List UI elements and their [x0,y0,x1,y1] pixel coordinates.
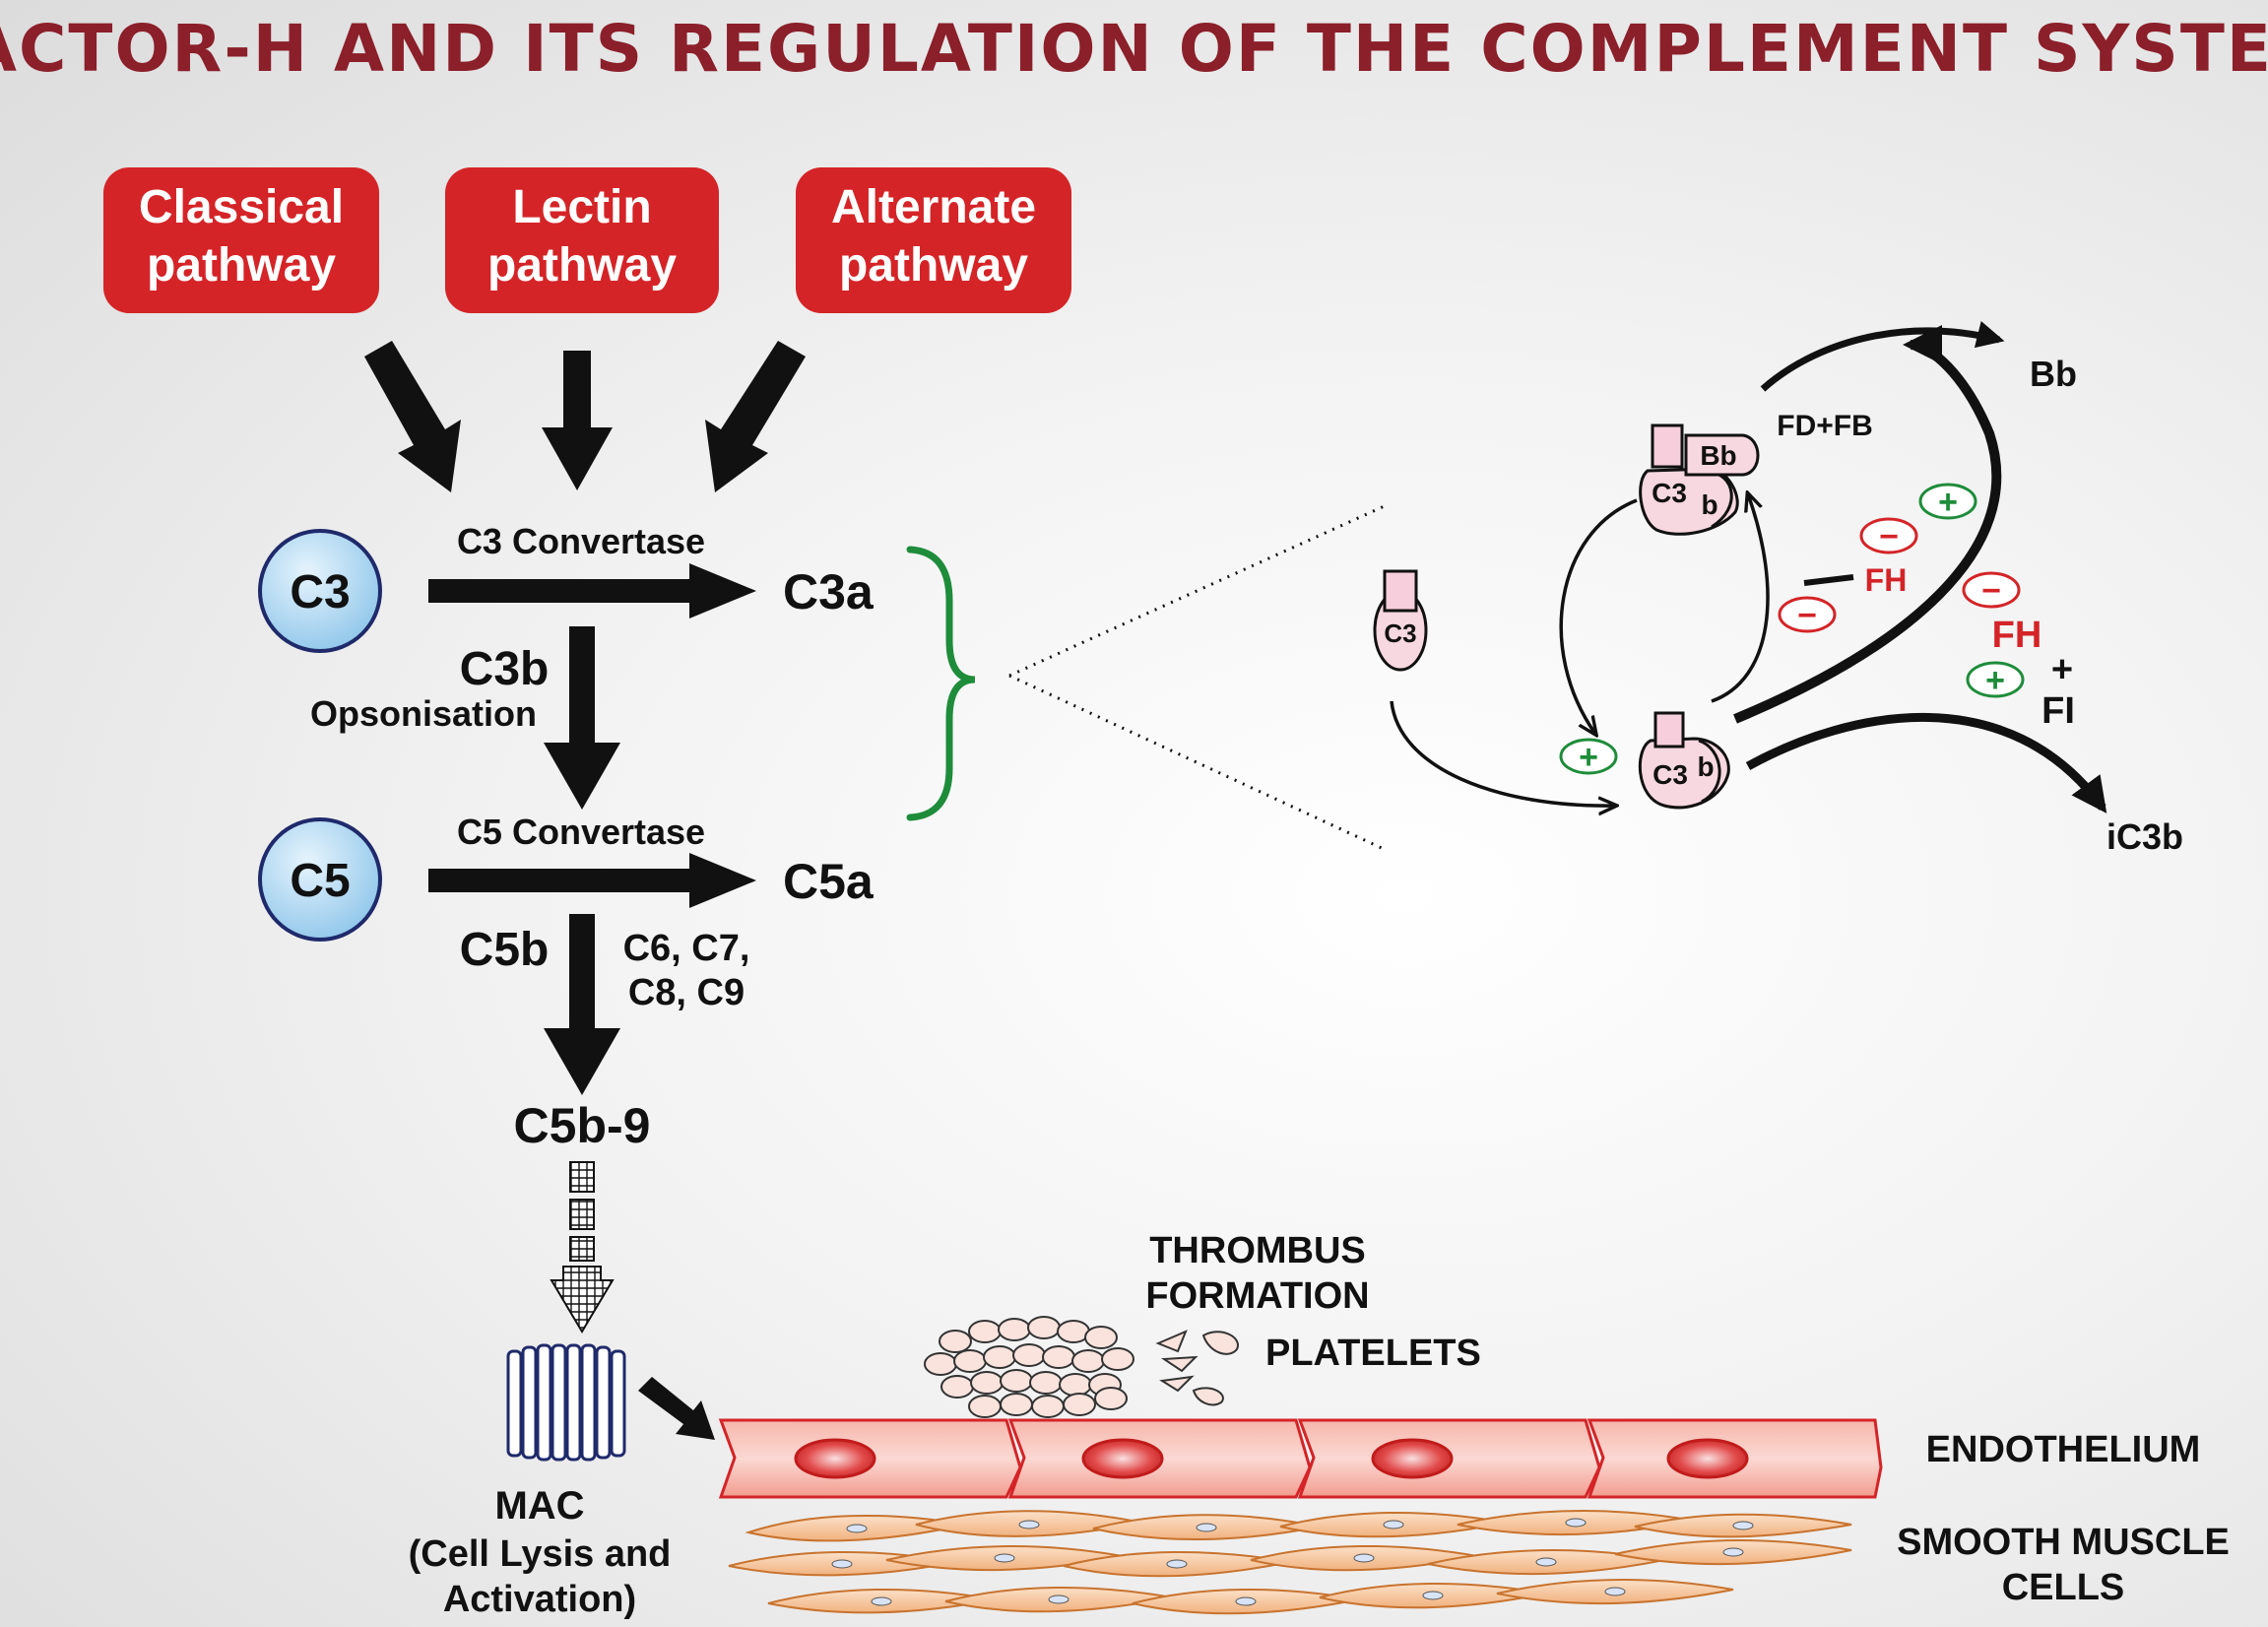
green-brace [906,546,976,821]
c3-node: C3 [258,529,382,653]
mac-pore-icon [506,1343,626,1462]
mac-to-endothelium-arrow [638,1377,715,1440]
bb-small-label: Bb [1700,440,1736,471]
c3-top-label: C3 [1652,478,1687,508]
smooth-muscle-layer [728,1509,1852,1615]
to-ic3b-arrow [1745,713,2107,814]
b-bottom-label: b [1697,751,1714,782]
bb-label: Bb [2030,354,2077,394]
alternate-pathway-line2: pathway [839,239,1028,292]
smooth-muscle-label-line2: CELLS [2002,1567,2125,1608]
c8-c9-label: C8, C9 [628,972,745,1013]
thrombus-label-line1: THROMBUS [1149,1230,1366,1271]
mac-label: MAC [494,1484,584,1528]
minus-sign-2: − [1778,596,1837,634]
plus-fi-sign: + [2051,649,2073,690]
endothelium-label: ENDOTHELIUM [1926,1429,2201,1470]
classical-pathway-line2: pathway [147,239,336,292]
c3b-down-arrow [544,626,620,810]
zoom-dotted-lines [1008,502,1390,851]
ic3b-label: iC3b [2106,816,2183,857]
plus-sign-3: + [1559,738,1618,776]
c5a-label: C5a [783,854,875,909]
pathway-box-alternate: Alternate pathway [796,167,1071,313]
pathway-box-classical: Classical pathway [103,167,379,313]
fd-fb-label: FD+FB [1777,410,1873,442]
feedback-big-arc [1733,325,2002,724]
c5b-label: C5b [460,924,550,976]
svg-text:−: − [1879,518,1899,555]
c6-c7-label: C6, C7, [623,928,750,969]
c5-node: C5 [258,817,382,942]
c3b-label: C3b [460,643,550,695]
page-title: FACTOR-H AND ITS REGULATION OF THE COMPL… [0,11,2268,87]
minus-sign-1: − [1859,517,1918,555]
c3-to-c3b-arrow [1390,700,1615,806]
fh-inhibition-line [1803,574,1854,586]
platelets-icon [1155,1330,1239,1406]
alternate-pathway-inset: Bb C3 b C3 C3 b − + − [1373,320,2183,857]
platelets-label: PLATELETS [1265,1333,1481,1374]
free-c3-molecule: C3 [1373,569,1428,672]
c5b-down-arrow [544,914,620,1095]
plus-sign-1: + [1918,483,1977,521]
c3-node-label: C3 [290,566,350,618]
fh-mid-label: FH [1865,562,1908,598]
mac-description-line1: (Cell Lysis and [409,1533,672,1575]
c3-convertase-arrow [428,563,756,618]
svg-text:−: − [1797,597,1817,634]
thrombus-cluster-icon [924,1316,1134,1418]
lectin-pathway-line1: Lectin [512,181,651,233]
fh-right-label: FH [1992,615,2042,656]
b-top-label: b [1701,489,1717,520]
svg-text:+: + [1938,484,1958,521]
mac-description-line2: Activation) [443,1579,636,1620]
bb-release-arrow [1760,320,2005,392]
c3b-to-c3bbb-arrow [1711,494,1770,703]
lectin-pathway-line2: pathway [487,239,677,292]
minus-sign-3: − [1962,571,2021,610]
c5-convertase-label: C5 Convertase [457,812,705,852]
alternate-pathway-line1: Alternate [831,181,1036,233]
pathway-box-lectin: Lectin pathway [445,167,719,313]
classical-pathway-line1: Classical [139,181,344,233]
opsonisation-label: Opsonisation [310,693,537,734]
svg-text:−: − [1981,572,2001,610]
endothelium-layer [718,1418,1883,1499]
c3bbb-to-c3b-arrow [1559,498,1638,734]
c5b9-to-mac-arrow [550,1161,615,1334]
thrombus-label-line2: FORMATION [1145,1275,1369,1317]
fi-label: FI [2041,690,2075,732]
svg-text:+: + [1985,662,2005,699]
c3a-label: C3a [783,564,875,619]
c5-node-label: C5 [290,855,350,907]
plus-sign-2: + [1966,661,2025,699]
c3b-molecule: C3 b [1638,711,1730,810]
c3-bottom-label: C3 [1652,759,1688,790]
c3bbb-complex: Bb C3 b [1639,423,1760,536]
smooth-muscle-nuclei [831,1518,1754,1606]
smooth-muscle-label-line1: SMOOTH MUSCLE [1897,1522,2230,1563]
c3-free-label: C3 [1384,618,1416,648]
c3-convertase-label: C3 Convertase [457,521,705,561]
svg-text:+: + [1579,739,1598,776]
c5b9-label: C5b-9 [514,1098,651,1153]
c5-convertase-arrow [428,853,756,908]
pathway-arrows [364,341,806,492]
